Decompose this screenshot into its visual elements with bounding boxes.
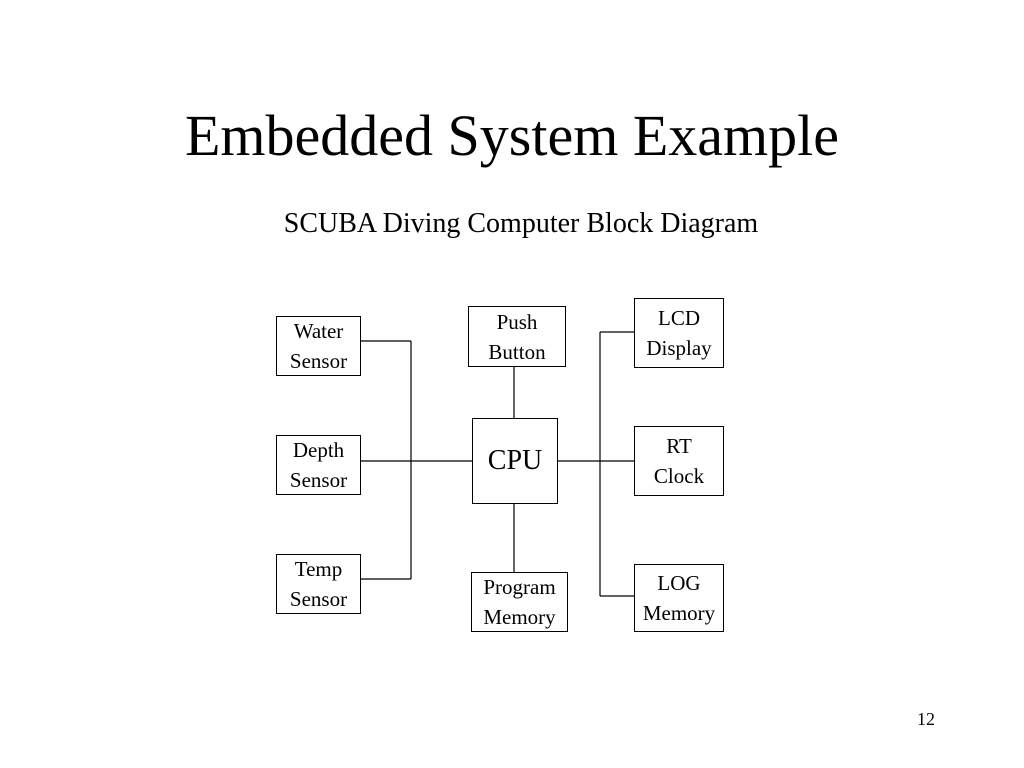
program-memory-block: Program Memory xyxy=(471,572,568,632)
depth-sensor-block: Depth Sensor xyxy=(276,435,361,495)
water-sensor-block: Water Sensor xyxy=(276,316,361,376)
lcd-display-label-line1: LCD xyxy=(658,306,700,330)
diagram-subtitle: SCUBA Diving Computer Block Diagram xyxy=(283,208,759,239)
lcd-display-block: LCD Display xyxy=(634,298,724,368)
rt-clock-block: RT Clock xyxy=(634,426,724,496)
temp-sensor-label-line2: Sensor xyxy=(289,587,348,611)
rt-clock-label-line1: RT xyxy=(666,434,692,458)
water-sensor-label-line2: Sensor xyxy=(289,349,348,373)
lcd-display-label-line2: Display xyxy=(646,336,712,360)
temp-sensor-label-line1: Temp xyxy=(294,557,343,581)
depth-sensor-label-line2: Sensor xyxy=(289,468,348,492)
push-button-label-line2: Button xyxy=(488,339,546,364)
log-memory-block: LOG Memory xyxy=(634,564,724,632)
slide-title: Embedded System Example xyxy=(185,103,839,168)
cpu-block: CPU xyxy=(472,418,558,504)
water-sensor-label-line1: Water xyxy=(293,319,344,343)
log-memory-label-line2: Memory xyxy=(642,601,716,625)
program-memory-label-line2: Memory xyxy=(483,605,556,629)
push-button-block: Push Button xyxy=(468,306,566,367)
temp-sensor-block: Temp Sensor xyxy=(276,554,361,614)
rt-clock-label-line2: Clock xyxy=(653,464,705,488)
push-button-label-line1: Push xyxy=(496,309,538,334)
log-memory-label-line1: LOG xyxy=(657,571,701,595)
page-number: 12 xyxy=(917,709,935,729)
program-memory-label-line1: Program xyxy=(483,575,556,599)
cpu-label: CPU xyxy=(487,445,543,476)
depth-sensor-label-line1: Depth xyxy=(292,438,345,462)
